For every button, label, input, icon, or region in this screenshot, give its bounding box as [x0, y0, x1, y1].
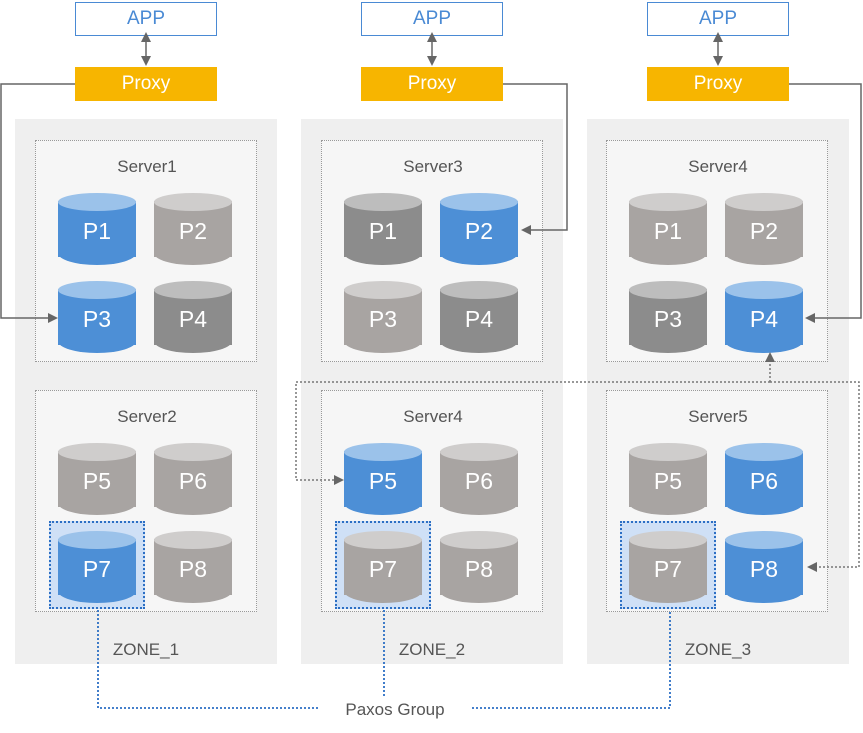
- partition-cylinder: P2: [154, 193, 232, 265]
- proxy-route-2: [503, 83, 568, 235]
- replica-link-right: [770, 381, 860, 572]
- partition-cylinder: P1: [58, 193, 136, 265]
- partition-cylinder: P6: [440, 443, 518, 515]
- partition-label: P3: [82, 306, 112, 332]
- partition-cylinder: P7: [344, 531, 422, 603]
- zone-label-2: ZONE_2: [398, 640, 466, 659]
- partition-cylinder: P2: [725, 193, 803, 265]
- partition-label: P4: [178, 306, 208, 332]
- server-title: Server5: [688, 407, 748, 426]
- proxy-route-1: [0, 83, 75, 323]
- partition-label: P1: [368, 218, 398, 244]
- partition-cylinder: P8: [154, 531, 232, 603]
- zone-label-1: ZONE_1: [112, 640, 180, 659]
- partition-label: P3: [368, 306, 398, 332]
- partition-label: P5: [82, 468, 112, 494]
- partition-cylinder: P5: [629, 443, 707, 515]
- server-title: Server4: [403, 407, 463, 426]
- partition-cylinder: P4: [440, 281, 518, 353]
- server-title: Server3: [403, 157, 463, 176]
- app-box-2: APP: [361, 2, 503, 36]
- partition-cylinder: P4: [725, 281, 803, 353]
- app-box-3: APP: [647, 2, 789, 36]
- partition-label: P8: [749, 556, 779, 582]
- partition-cylinder: P8: [725, 531, 803, 603]
- partition-cylinder: P3: [629, 281, 707, 353]
- partition-label: P5: [368, 468, 398, 494]
- partition-label: P6: [464, 468, 494, 494]
- paxos-group-label: Paxos Group: [320, 698, 470, 722]
- partition-cylinder: P1: [344, 193, 422, 265]
- partition-cylinder: P5: [344, 443, 422, 515]
- proxy-box-3: Proxy: [647, 67, 789, 101]
- partition-label: P2: [464, 218, 494, 244]
- partition-label: P7: [82, 556, 112, 582]
- partition-cylinder: P3: [58, 281, 136, 353]
- partition-cylinder: P8: [440, 531, 518, 603]
- partition-label: P8: [178, 556, 208, 582]
- partition-cylinder: P3: [344, 281, 422, 353]
- partition-cylinder: P4: [154, 281, 232, 353]
- server-title: Server4: [688, 157, 748, 176]
- partition-cylinder: P5: [58, 443, 136, 515]
- partition-cylinder: P6: [725, 443, 803, 515]
- partition-label: P8: [464, 556, 494, 582]
- zone-label-3: ZONE_3: [684, 640, 752, 659]
- partition-label: P4: [464, 306, 494, 332]
- partition-label: P1: [653, 218, 683, 244]
- replica-link-left: [295, 381, 770, 485]
- partition-label: P1: [82, 218, 112, 244]
- partition-label: P6: [749, 468, 779, 494]
- partition-cylinder: P2: [440, 193, 518, 265]
- partition-cylinder: P1: [629, 193, 707, 265]
- server-title: Server1: [117, 157, 177, 176]
- proxy-route-3: [789, 83, 862, 323]
- partition-label: P5: [653, 468, 683, 494]
- partition-label: P2: [178, 218, 208, 244]
- partition-cylinder: P7: [629, 531, 707, 603]
- partition-label: P4: [749, 306, 779, 332]
- partition-label: P3: [653, 306, 683, 332]
- partition-label: P6: [178, 468, 208, 494]
- proxy-box-1: Proxy: [75, 67, 217, 101]
- partition-label: P7: [653, 556, 683, 582]
- partition-cylinder: P7: [58, 531, 136, 603]
- partition-cylinder: P6: [154, 443, 232, 515]
- proxy-box-2: Proxy: [361, 67, 503, 101]
- server-title: Server2: [117, 407, 177, 426]
- partition-label: P7: [368, 556, 398, 582]
- partition-label: P2: [749, 218, 779, 244]
